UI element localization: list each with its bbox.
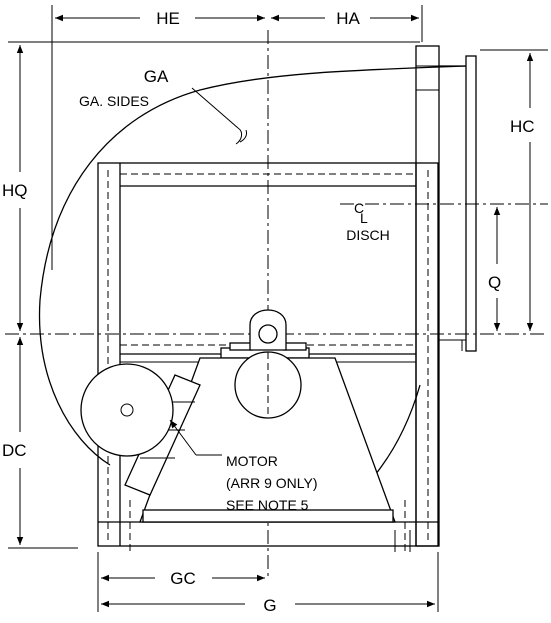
ga-sides-label: GA. SIDES — [79, 93, 149, 109]
dim-hq-label: HQ — [2, 181, 28, 200]
dim-gc-label: GC — [170, 569, 196, 588]
dim-he-label: HE — [156, 9, 180, 28]
discharge-label: DISCH — [346, 227, 390, 243]
discharge-flange — [415, 45, 477, 547]
dim-dc-label: DC — [2, 441, 27, 460]
dimension-arrows — [16, 14, 534, 608]
centerline-c-label: C — [354, 200, 364, 216]
dim-g-label: G — [263, 596, 276, 615]
leader-lines — [169, 87, 247, 456]
motor-note-label: SEE NOTE 5 — [226, 497, 309, 513]
dim-hc-label: HC — [510, 117, 535, 136]
centerline-l-label: L — [360, 210, 368, 226]
motor — [80, 363, 201, 496]
ga-label: GA — [144, 67, 169, 86]
dim-ha-label: HA — [336, 9, 360, 28]
motor-arrangement-label: (ARR 9 ONLY) — [226, 475, 318, 491]
extension-lines — [8, 5, 548, 612]
dimension-labels: HE HA HC HQ Q DC GC G — [2, 9, 535, 615]
dim-q-label: Q — [488, 273, 501, 292]
note-labels: GA GA. SIDES C L DISCH MOTOR (ARR 9 ONLY… — [79, 67, 390, 513]
motor-label: MOTOR — [226, 453, 278, 469]
